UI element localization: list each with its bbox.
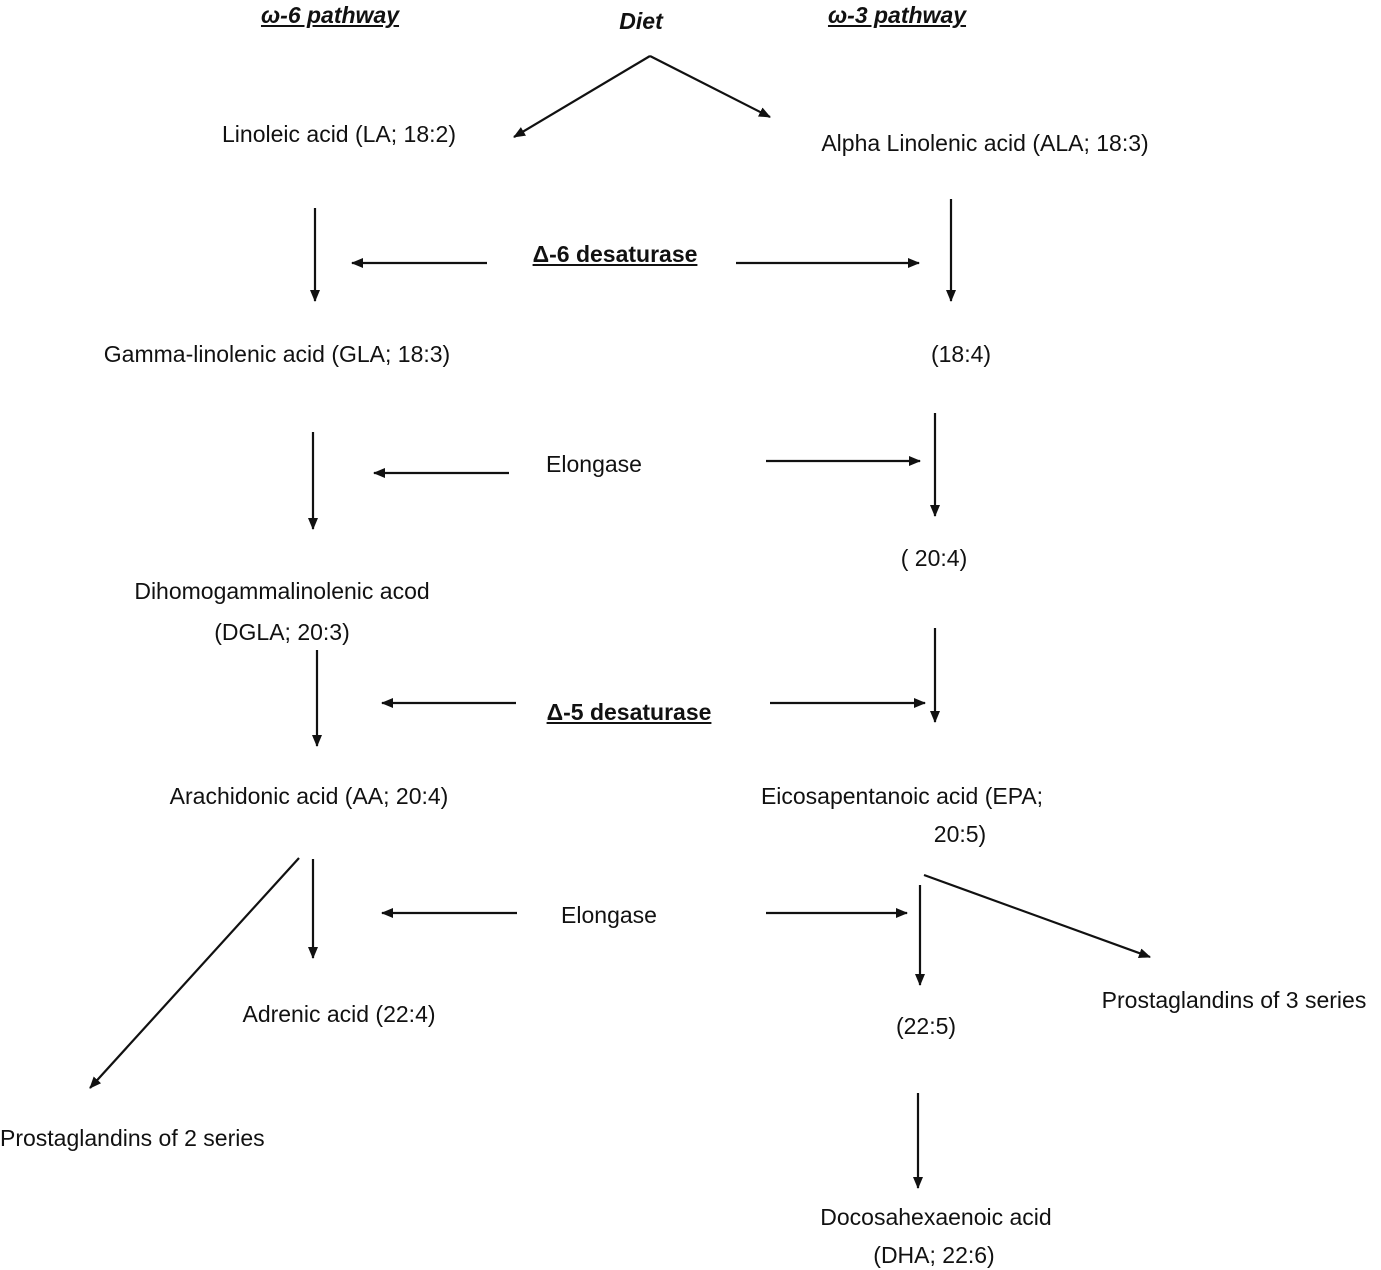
node-epa-line1: Eicosapentanoic acid (EPA;	[760, 783, 1044, 809]
omega3-heading: ω-3 pathway	[827, 2, 967, 28]
node-arachidonic-acid: Arachidonic acid (AA; 20:4)	[169, 783, 449, 809]
node-linoleic-acid: Linoleic acid (LA; 18:2)	[222, 121, 456, 147]
arrow-diet-to-la	[513, 55, 651, 138]
arrow-aa-to-pg2	[89, 857, 300, 1089]
node-dgla-line1: Dihomogammalinolenic acod	[134, 578, 430, 604]
node-dgla-line2: (DGLA; 20:3)	[214, 619, 350, 645]
arrow-epa-to-pg3	[923, 873, 1151, 959]
node-dha-line1: Docosahexaenoic acid	[820, 1204, 1052, 1230]
enzyme-elongase-1: Elongase	[546, 451, 642, 477]
node-epa-line2: 20:5)	[933, 821, 987, 847]
node-prostaglandins-3-series: Prostaglandins of 3 series	[1101, 987, 1367, 1013]
omega6-heading: ω-6 pathway	[260, 2, 400, 28]
node-alpha-linolenic-acid: Alpha Linolenic acid (ALA; 18:3)	[821, 130, 1149, 156]
node-prostaglandins-2-series: Prostaglandins of 2 series	[0, 1125, 265, 1151]
node-dha-line2: (DHA; 22:6)	[873, 1242, 995, 1268]
diet-label: Diet	[619, 8, 663, 34]
node-18-4: (18:4)	[930, 341, 992, 367]
node-22-5: (22:5)	[895, 1013, 957, 1039]
enzyme-elongase-2: Elongase	[561, 902, 657, 928]
node-adrenic-acid: Adrenic acid (22:4)	[242, 1001, 436, 1027]
node-gamma-linolenic-acid: Gamma-linolenic acid (GLA; 18:3)	[103, 341, 451, 367]
enzyme-delta5-desaturase: Δ-5 desaturase	[546, 699, 712, 725]
enzyme-delta6-desaturase: Δ-6 desaturase	[532, 241, 698, 267]
arrow-diet-to-ala	[649, 55, 771, 118]
node-20-4: ( 20:4)	[900, 545, 968, 571]
